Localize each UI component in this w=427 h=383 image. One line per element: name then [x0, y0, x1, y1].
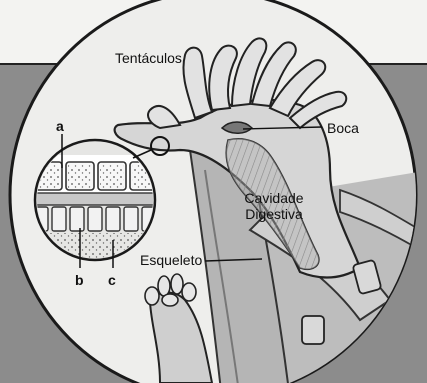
skeleton-label: Esqueleto	[140, 252, 202, 268]
label-b: b	[75, 272, 84, 288]
digestive-cavity-label-line1: Cavidade	[234, 190, 314, 206]
mouth-label: Boca	[327, 120, 359, 136]
digestive-cavity-label: Cavidade Digestiva	[234, 190, 314, 222]
digestive-cavity-label-line2: Digestiva	[234, 206, 314, 222]
label-a: a	[56, 118, 64, 134]
label-c: c	[108, 272, 116, 288]
tentacles-label: Tentáculos	[115, 50, 182, 66]
